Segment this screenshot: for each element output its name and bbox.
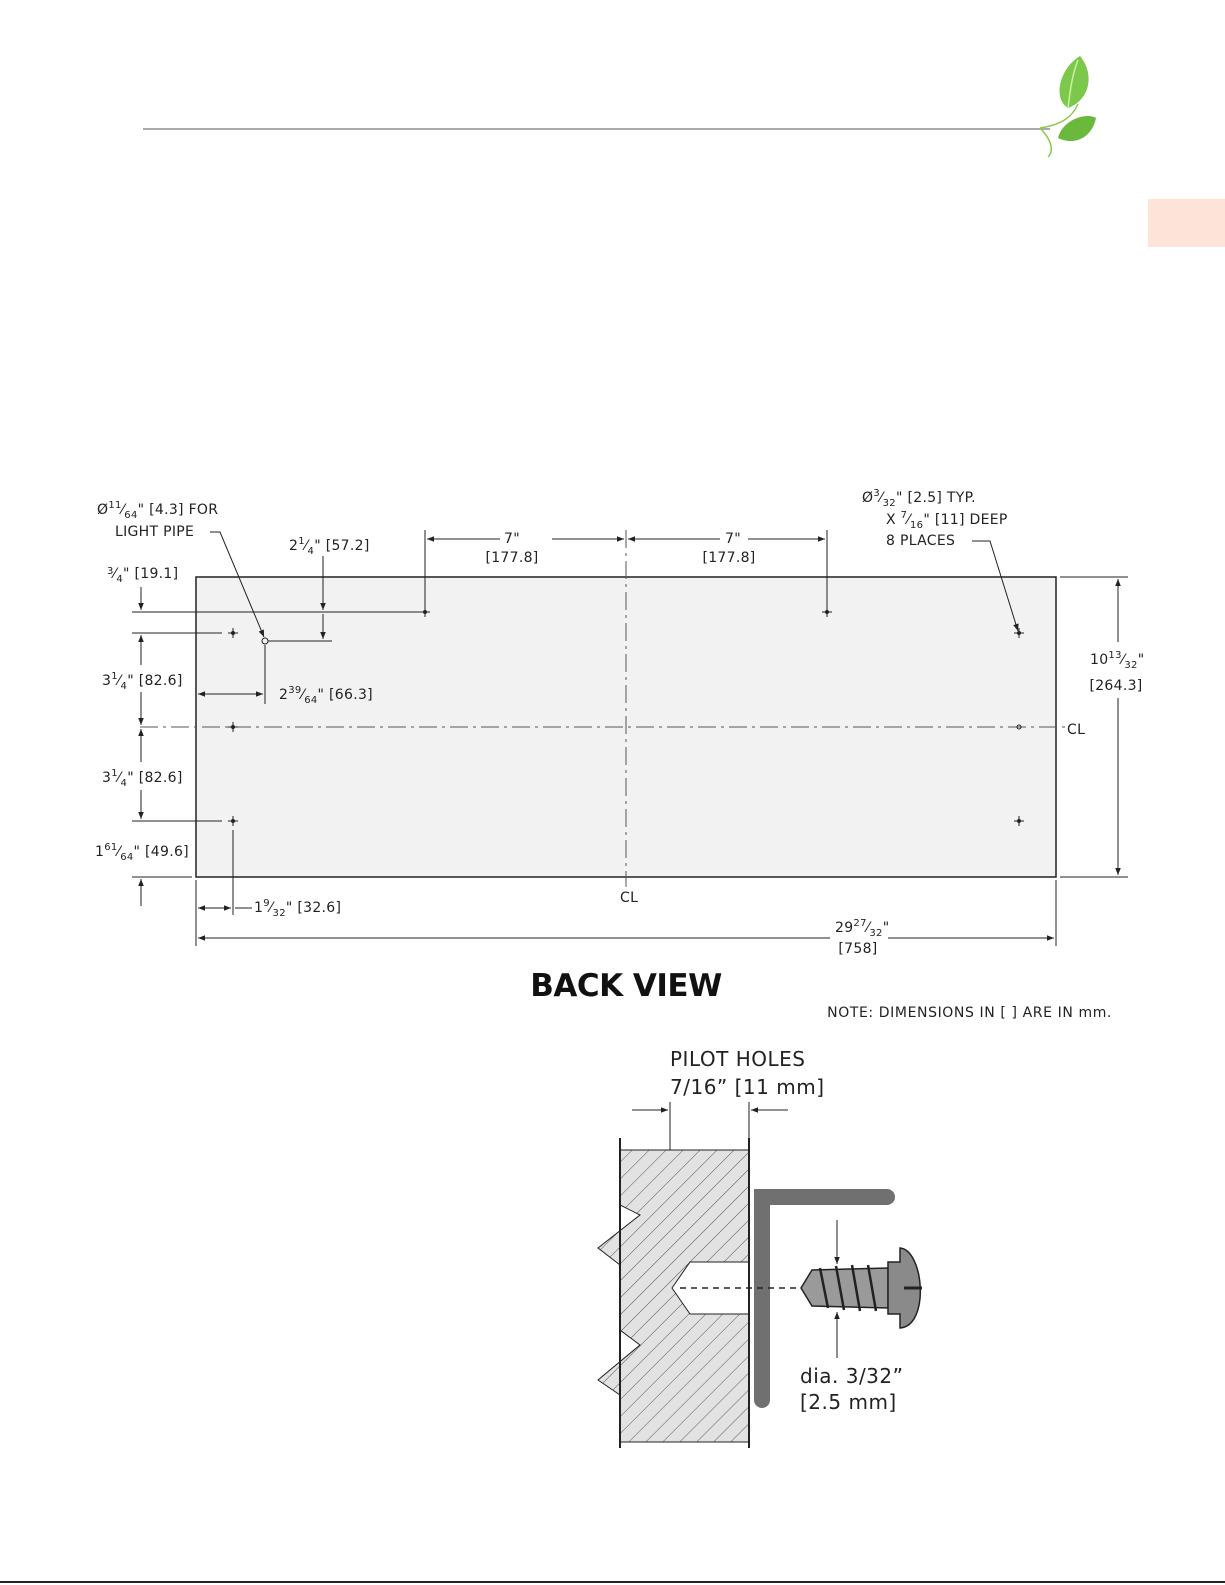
dim-3-1-4-lower: 31⁄4" [82.6]: [102, 768, 183, 789]
hole-marker: [228, 722, 238, 732]
pilot-holes-label: PILOT HOLES: [670, 1047, 805, 1071]
mounting-bracket: [754, 1189, 895, 1408]
dim-29-27-32: 2927⁄32": [835, 918, 889, 939]
hole-marker: [228, 628, 238, 638]
screw-diameter-label: dia. 3/32”: [800, 1364, 904, 1388]
hole-marker: [228, 816, 238, 826]
dim-2-39-64: 239⁄64" [66.3]: [279, 685, 373, 706]
dim-1-9-32: 19⁄32" [32.6]: [254, 898, 341, 919]
holes-callout: Ø3⁄32" [2.5] TYP.: [862, 488, 976, 509]
light-pipe-callout: Ø11⁄64" [4.3] FOR: [97, 500, 218, 521]
dim-3-4: 3⁄4" [19.1]: [107, 566, 178, 585]
centerline-symbol-right: CL: [1067, 722, 1085, 738]
pilot-holes-size: 7/16” [11 mm]: [670, 1075, 825, 1099]
screw-icon: [800, 1247, 922, 1329]
dimension-lines: [138, 531, 1121, 941]
holes-callout-line3: 8 PLACES: [886, 533, 955, 549]
dim-7-right-mm: [177.8]: [702, 550, 755, 566]
hole-marker: [822, 607, 832, 617]
hole-marker: [1014, 628, 1024, 638]
dim-10-13-32-mm: [264.3]: [1089, 678, 1142, 694]
holes-callout-line2: X 7⁄16" [11] DEEP: [886, 510, 1008, 531]
light-pipe-callout-line2: LIGHT PIPE: [115, 524, 194, 540]
dim-7-left-mm: [177.8]: [485, 550, 538, 566]
page-tab-marker: [1148, 199, 1225, 247]
centerline-symbol-bottom: CL: [620, 890, 638, 906]
dim-10-13-32: 1013⁄32": [1090, 650, 1144, 671]
hole-marker: [1014, 816, 1024, 826]
dim-7-left: 7": [504, 531, 520, 547]
view-title: BACK VIEW: [530, 968, 722, 1004]
dim-2-1-4: 21⁄4" [57.2]: [289, 536, 370, 557]
dimensions-note: NOTE: DIMENSIONS IN [ ] ARE IN mm.: [827, 1005, 1112, 1021]
dim-1-61-64: 161⁄64" [49.6]: [95, 842, 189, 863]
hole-marker: [1016, 724, 1022, 730]
dim-29-27-32-mm: [758]: [838, 941, 877, 957]
dim-7-right: 7": [725, 531, 741, 547]
dim-3-1-4-upper: 31⁄4" [82.6]: [102, 671, 183, 692]
screw-diameter-mm: [2.5 mm]: [800, 1390, 897, 1414]
extension-lines: [132, 530, 1128, 946]
leaf-sprout-icon: [1039, 56, 1096, 158]
